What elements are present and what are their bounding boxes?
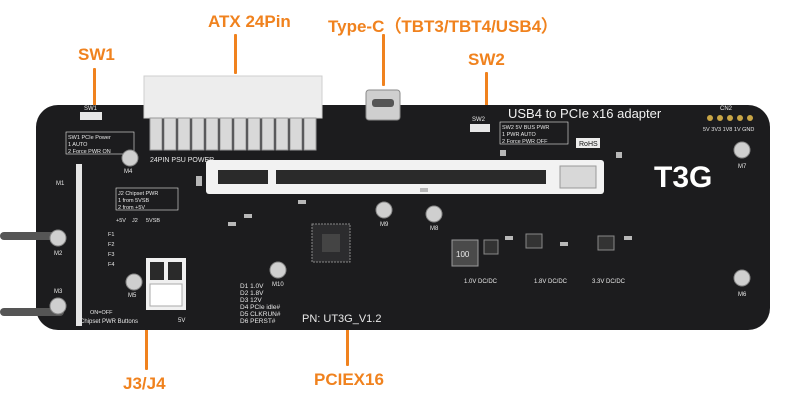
inductor-100 <box>451 239 479 267</box>
mount-holes <box>49 141 751 315</box>
psu-label: 24PIN PSU POWER <box>150 157 214 164</box>
sw2-silk: SW2 <box>472 117 486 123</box>
leader-line-type-c <box>382 34 385 86</box>
svg-text:M1: M1 <box>56 181 65 187</box>
atx-connector <box>143 75 323 119</box>
svg-text:J2 Chipset PWR: J2 Chipset PWR <box>118 191 158 197</box>
atx-pin-row <box>149 117 317 151</box>
callout-sw2: SW2 <box>468 50 505 69</box>
smd-components <box>196 150 632 246</box>
svg-text:1 from 5VSB: 1 from 5VSB <box>118 198 150 204</box>
dcdc-labels: 1.0V DC/DC 1.8V DC/DC 3.3V DC/DC <box>464 279 626 285</box>
leader-line-j3-j4 <box>145 318 148 370</box>
sw1-table: SW1 PCIe Power 1 AUTO 2 Force PWR ON <box>65 131 135 155</box>
svg-text:F2: F2 <box>108 242 114 248</box>
svg-text:M9: M9 <box>380 222 389 228</box>
sw2-switch <box>470 124 490 132</box>
svg-text:RoHS: RoHS <box>579 141 598 148</box>
chipset-table: J2 Chipset PWR 1 from 5VSB 2 from +5V <box>115 187 179 211</box>
svg-text:M5: M5 <box>128 293 137 299</box>
leader-line-atx <box>234 34 237 74</box>
fuse-labels: F1 F2 F3 F4 <box>108 232 114 268</box>
plus5v-label: 5V <box>178 318 185 324</box>
svg-text:D1 1.0V: D1 1.0V <box>240 283 264 290</box>
rohs-badge <box>576 138 600 148</box>
svg-text:F4: F4 <box>108 262 114 268</box>
cn2-silk: CN2 <box>720 106 733 112</box>
callout-type-c: Type-C（TBT3/TBT4/USB4） <box>328 17 559 36</box>
svg-text:1 PWR AUTO: 1 PWR AUTO <box>502 132 537 138</box>
callout-pciex16: PCIEX16 <box>314 370 384 389</box>
cable-lower <box>0 308 64 316</box>
mount-labels: M1 M2 M3 M4 M5 M6 M7 M8 M9 M10 <box>54 164 747 299</box>
svg-text:M3: M3 <box>54 289 63 295</box>
svg-text:M6: M6 <box>738 292 747 298</box>
svg-text:M10: M10 <box>272 282 284 288</box>
jumper-labels: +5V J2 5VSB <box>116 218 160 224</box>
svg-text:M2: M2 <box>54 251 63 257</box>
svg-text:5VSB: 5VSB <box>146 218 160 224</box>
sw1-silk: SW1 <box>84 106 98 112</box>
svg-text:1 AUTO: 1 AUTO <box>68 142 88 148</box>
svg-text:+5V: +5V <box>116 218 126 224</box>
svg-text:SW1 PCIe Power: SW1 PCIe Power <box>68 135 111 141</box>
svg-text:2 from +5V: 2 from +5V <box>118 205 145 211</box>
svg-text:J2: J2 <box>132 218 138 224</box>
svg-text:100: 100 <box>456 250 470 259</box>
callout-sw1: SW1 <box>78 45 115 64</box>
cable-upper <box>0 232 64 240</box>
svg-text:D4 PCIe idle#: D4 PCIe idle# <box>240 304 280 311</box>
callout-atx-24pin: ATX 24Pin <box>208 12 291 31</box>
svg-text:M8: M8 <box>430 226 439 232</box>
svg-text:SW2 5V BUS PWR: SW2 5V BUS PWR <box>502 125 549 131</box>
svg-text:D6 PERST#: D6 PERST# <box>240 318 276 325</box>
svg-text:D5 CLKRUN#: D5 CLKRUN# <box>240 311 281 318</box>
part-number: PN: UT3G_V1.2 <box>302 313 381 325</box>
svg-text:D3 12V: D3 12V <box>240 297 262 304</box>
leader-line-sw2 <box>485 72 488 106</box>
svg-text:F1: F1 <box>108 232 114 238</box>
j3-j4-buttons <box>146 258 186 310</box>
svg-text:2 Force PWR ON: 2 Force PWR ON <box>68 149 111 155</box>
svg-text:1.0V DC/DC: 1.0V DC/DC <box>464 279 498 285</box>
cn2-pins <box>707 115 753 121</box>
chipset-buttons-label: Chipset PWR Buttons <box>80 319 138 325</box>
product-title: USB4 to PCIe x16 adapter <box>508 106 662 121</box>
svg-text:M4: M4 <box>124 169 133 175</box>
svg-text:D2 1.8V: D2 1.8V <box>240 290 264 297</box>
svg-text:M7: M7 <box>738 164 747 170</box>
leader-line-sw1 <box>93 68 96 106</box>
callout-j3-j4: J3/J4 <box>123 374 166 393</box>
svg-text:2 Force PWR OFF: 2 Force PWR OFF <box>502 139 548 145</box>
cn2-pin-labels: 5V 3V3 1V8 1V GND <box>703 127 754 133</box>
on-off-label: ON=OFF <box>90 310 113 316</box>
svg-text:3.3V DC/DC: 3.3V DC/DC <box>592 279 626 285</box>
sw1-switch <box>80 112 102 120</box>
brand-logo: T3G <box>654 161 712 194</box>
svg-text:1.8V DC/DC: 1.8V DC/DC <box>534 279 568 285</box>
led-list: D1 1.0V D2 1.8V D3 12V D4 PCIe idle# D5 … <box>240 283 281 325</box>
bracket-slot <box>76 164 82 326</box>
sw2-table: SW2 5V BUS PWR 1 PWR AUTO 2 Force PWR OF… <box>499 121 569 145</box>
svg-text:F3: F3 <box>108 252 114 258</box>
